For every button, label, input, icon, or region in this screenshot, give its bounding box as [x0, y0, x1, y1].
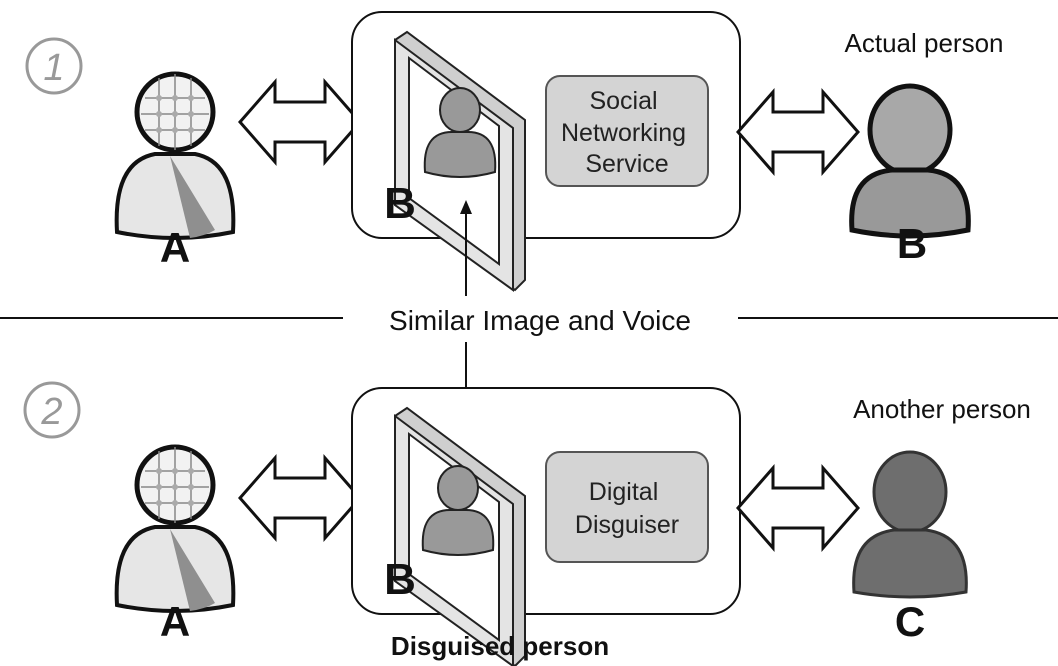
scenario-2: 2 A B Digital Disguiser Another person	[23, 381, 1031, 666]
step-number-1-icon: 1	[25, 37, 83, 95]
step-number-2-icon: 2	[23, 381, 81, 439]
double-arrow-icon	[736, 90, 860, 174]
person-b-label: B	[897, 220, 927, 267]
arrow-up-icon	[460, 200, 472, 296]
divider: Similar Image and Voice	[0, 200, 1058, 422]
svg-text:2: 2	[40, 391, 62, 433]
double-arrow-icon	[238, 80, 362, 164]
double-arrow-icon	[238, 456, 362, 540]
masked-person-a-icon	[117, 447, 234, 611]
service-name: Social Networking Service	[561, 87, 693, 178]
disguiser-name: Digital Disguiser	[575, 478, 679, 539]
person-c-label: C	[895, 598, 925, 645]
screen-label: B	[384, 179, 416, 228]
actual-person-caption: Actual person	[845, 28, 1004, 58]
person-a-label: A	[160, 598, 190, 645]
screen-label: B	[384, 555, 416, 604]
person-a-label: A	[160, 224, 190, 271]
divider-label: Similar Image and Voice	[389, 305, 691, 336]
disguised-person-caption: Disguised person	[391, 631, 609, 661]
masked-person-a-icon	[117, 74, 234, 238]
service-box	[545, 75, 709, 187]
actual-person-b-icon	[849, 83, 971, 239]
scenario-1: 1 A B Social Networking Service Actual p…	[25, 11, 1004, 291]
another-person-caption: Another person	[853, 394, 1031, 424]
double-arrow-icon	[736, 466, 860, 550]
disguiser-box	[545, 451, 709, 563]
another-person-c-icon	[852, 450, 968, 599]
svg-text:1: 1	[43, 47, 64, 89]
